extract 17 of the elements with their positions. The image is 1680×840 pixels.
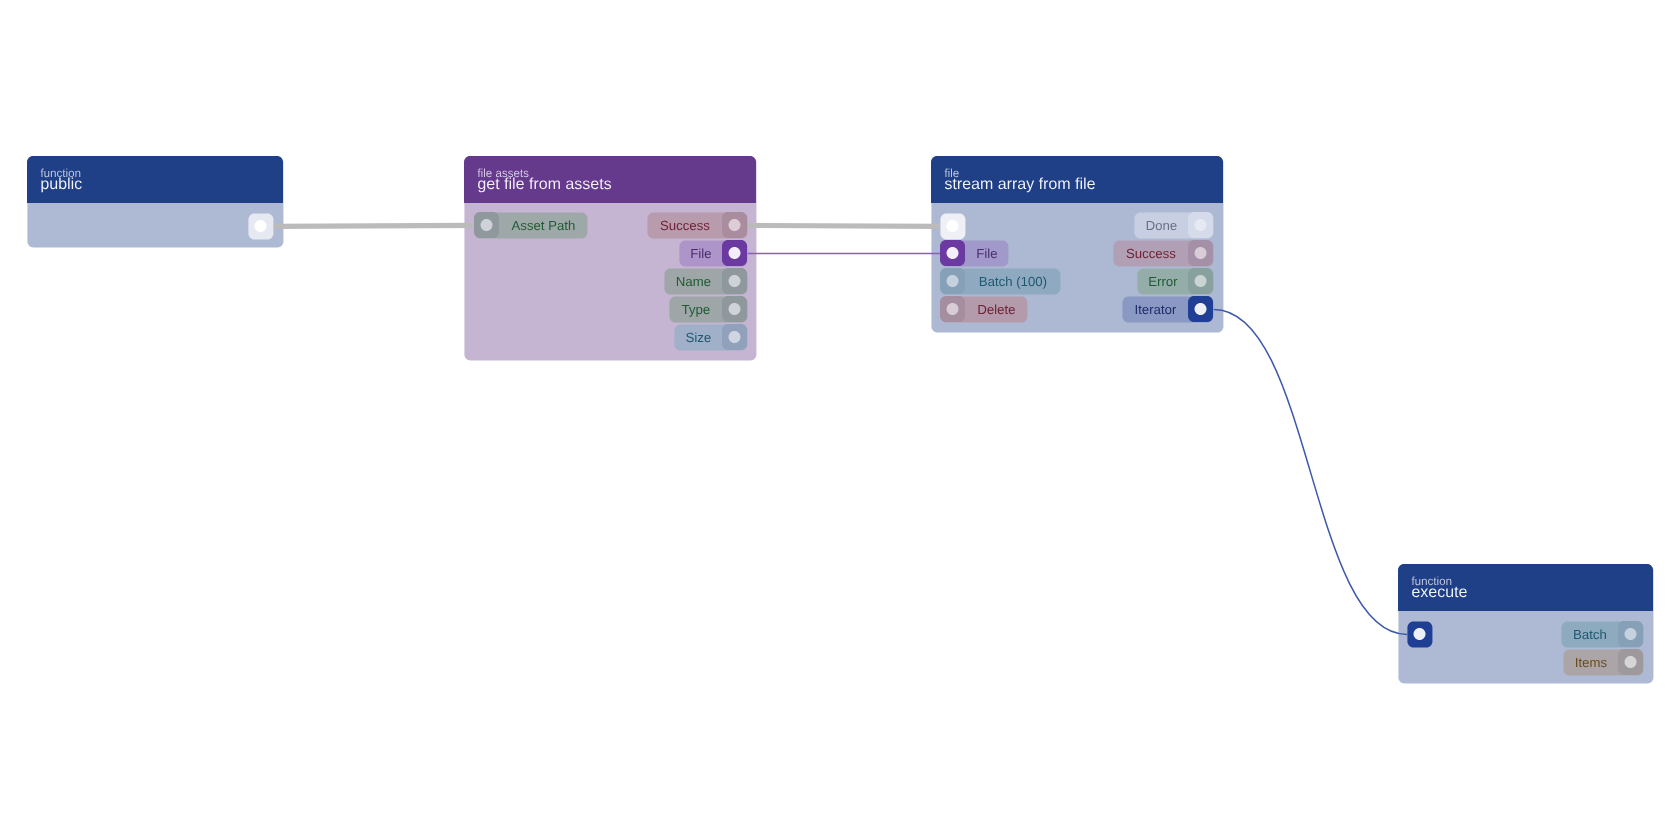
card-title: public xyxy=(41,177,82,193)
port-icon xyxy=(248,213,274,240)
connector xyxy=(747,252,941,255)
connector xyxy=(273,222,474,229)
node-label: Name xyxy=(676,276,711,287)
card-category: file assets xyxy=(477,168,529,178)
node-label: Type xyxy=(681,304,710,317)
port-icon xyxy=(940,213,966,240)
port-icon xyxy=(1407,621,1433,648)
connector xyxy=(1213,308,1408,636)
card-title: stream array from file xyxy=(944,177,1095,193)
card-category: function xyxy=(40,168,81,178)
card-title: execute xyxy=(1412,586,1467,598)
connector xyxy=(747,222,940,229)
card-title: get file from assets xyxy=(478,177,612,193)
card-category: file xyxy=(944,168,959,178)
card-category: function xyxy=(1411,576,1452,586)
